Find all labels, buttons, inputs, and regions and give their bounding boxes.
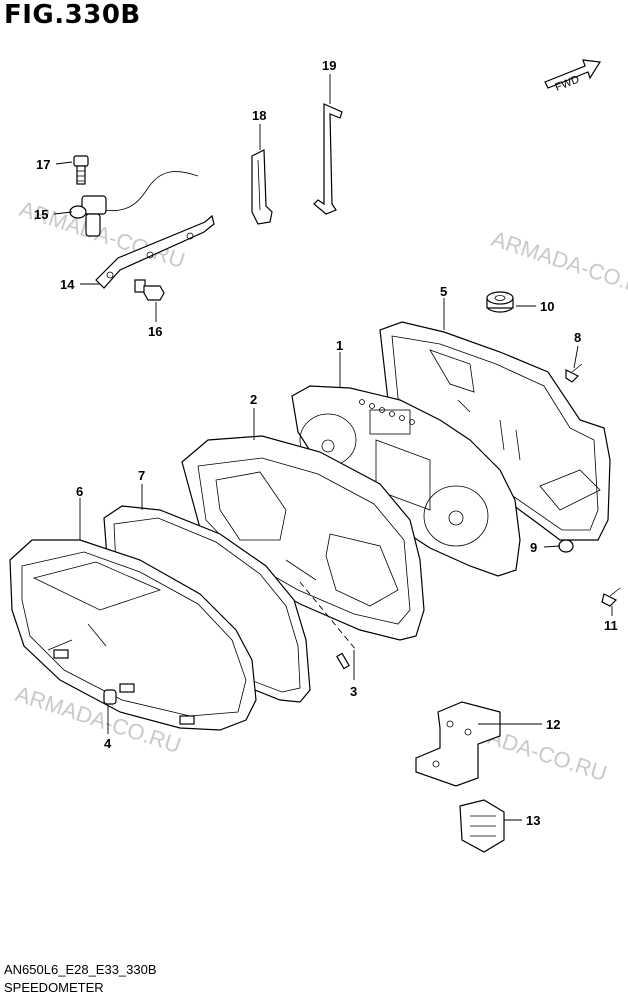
callouts: 1 2 3 4 5 6 7 8 9 10 11 12 13 14 15 16 1… — [34, 58, 618, 828]
watermark-2: ARMADA-CO.RU — [488, 226, 628, 303]
part-11-screw — [601, 587, 621, 607]
part-10-grommet — [486, 291, 514, 313]
callout-7: 7 — [138, 468, 145, 483]
figure-title: FIG.330B — [4, 0, 141, 30]
callout-11: 11 — [604, 618, 618, 633]
callout-15: 15 — [34, 207, 48, 222]
section-name: SPEEDOMETER — [4, 980, 104, 995]
callout-6: 6 — [76, 484, 83, 499]
part-13-connector — [459, 799, 505, 853]
part-17-bolt — [73, 155, 89, 185]
callout-17: 17 — [36, 157, 50, 172]
callout-4: 4 — [104, 736, 112, 751]
callout-8: 8 — [574, 330, 581, 345]
callout-12: 12 — [546, 717, 560, 732]
callout-16: 16 — [148, 324, 162, 339]
callout-18: 18 — [252, 108, 266, 123]
part-8-screw — [565, 363, 583, 383]
callout-3: 3 — [350, 684, 357, 699]
callout-2: 2 — [250, 392, 257, 407]
part-6-front-cover — [9, 539, 257, 731]
part-18-clip — [251, 149, 273, 225]
model-code: AN650L6_E28_E33_330B — [4, 962, 157, 977]
part-9-cap — [558, 539, 574, 553]
part-19-stay — [313, 103, 343, 215]
callout-14: 14 — [60, 277, 75, 292]
part-15-speed-sensor — [69, 171, 199, 237]
callout-13: 13 — [526, 813, 540, 828]
callout-19: 19 — [322, 58, 336, 73]
callout-10: 10 — [540, 299, 554, 314]
part-16-bolt — [134, 279, 165, 301]
part-14-bracket — [95, 214, 215, 289]
fwd-arrow-icon: FWD — [544, 59, 602, 94]
callout-1: 1 — [336, 338, 343, 353]
part-12-bracket — [415, 701, 501, 787]
part-4-nut — [103, 689, 117, 705]
leader-lines — [53, 74, 613, 821]
part-2-panel — [181, 435, 425, 641]
part-3-pin — [299, 581, 357, 670]
callout-5: 5 — [440, 284, 447, 299]
callout-9: 9 — [530, 540, 537, 555]
